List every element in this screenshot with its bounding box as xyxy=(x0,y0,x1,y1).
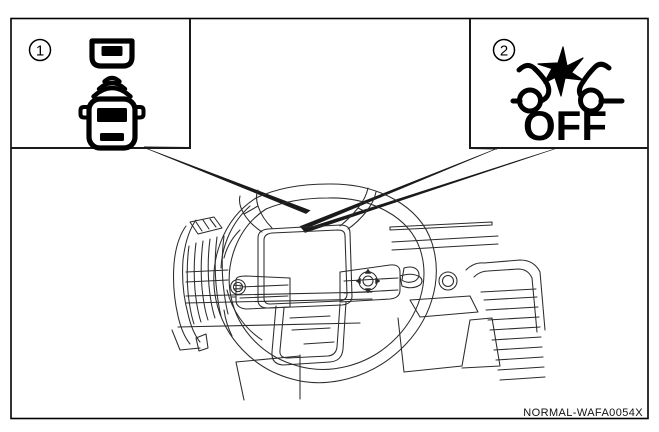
left-switch-cluster[interactable] xyxy=(230,279,246,295)
callout-1-number: 1 xyxy=(28,38,52,62)
callout-2-number: 2 xyxy=(492,38,516,62)
callout-2-leader-wedge-a xyxy=(299,148,498,230)
steering-wheel-right-spoke xyxy=(339,264,401,303)
callout-1-leader-wedge xyxy=(143,147,311,214)
left-switch-button[interactable] xyxy=(230,279,246,295)
slip-star-icon xyxy=(537,46,584,97)
own-vehicle-left-mirror xyxy=(78,105,89,120)
callout-2-number-circle xyxy=(492,38,516,62)
instrument-cluster-hood xyxy=(465,259,546,381)
callout-1-number-text: 1 xyxy=(36,43,44,60)
traction-control-off-icon: OFF xyxy=(510,46,625,149)
dpad-down-arrow[interactable] xyxy=(365,288,371,294)
off-label: OFF xyxy=(523,102,607,149)
left-switch-button-inner xyxy=(232,281,244,293)
left-skid-trace xyxy=(516,62,552,104)
steering-wheel-lower-spoke xyxy=(271,301,347,366)
own-vehicle-right-mirror xyxy=(135,105,146,120)
dashboard-vent xyxy=(171,216,229,352)
forward-collision-distance-icon xyxy=(78,38,146,151)
callout-1-number-circle xyxy=(28,38,52,62)
callout-2-leader-base xyxy=(469,147,498,150)
steering-wheel-airbag-center xyxy=(257,224,353,309)
radar-wave-arc-2 xyxy=(96,80,128,92)
own-vehicle-body xyxy=(86,96,138,151)
radar-wave-arc-3 xyxy=(91,85,133,99)
callout-2-number-text: 2 xyxy=(500,43,508,60)
own-vehicle-windshield xyxy=(97,108,127,122)
dpad-center-button[interactable] xyxy=(362,275,374,287)
steering-wheel-upper-spokes xyxy=(238,187,377,233)
leading-vehicle-window xyxy=(101,46,123,56)
steering-wheel-right-grip xyxy=(401,266,420,283)
own-vehicle-rear-window xyxy=(100,133,124,141)
dpad-right-arrow[interactable] xyxy=(375,278,381,284)
steering-wheel-illustration xyxy=(171,183,546,401)
steering-wheel-rim xyxy=(213,183,437,384)
callout-1-leader-line xyxy=(143,146,311,214)
callout-1-leader-base xyxy=(143,146,191,149)
leading-vehicle-body xyxy=(89,38,135,69)
figure-caption: NORMAL-WAFA0054X xyxy=(523,407,643,419)
dpad-left-arrow[interactable] xyxy=(355,278,361,284)
steering-wheel-left-grip xyxy=(223,229,241,337)
dpad-up-arrow[interactable] xyxy=(365,268,371,274)
radar-wave-arc-1 xyxy=(102,75,122,84)
right-switch-cluster[interactable] xyxy=(355,268,381,294)
